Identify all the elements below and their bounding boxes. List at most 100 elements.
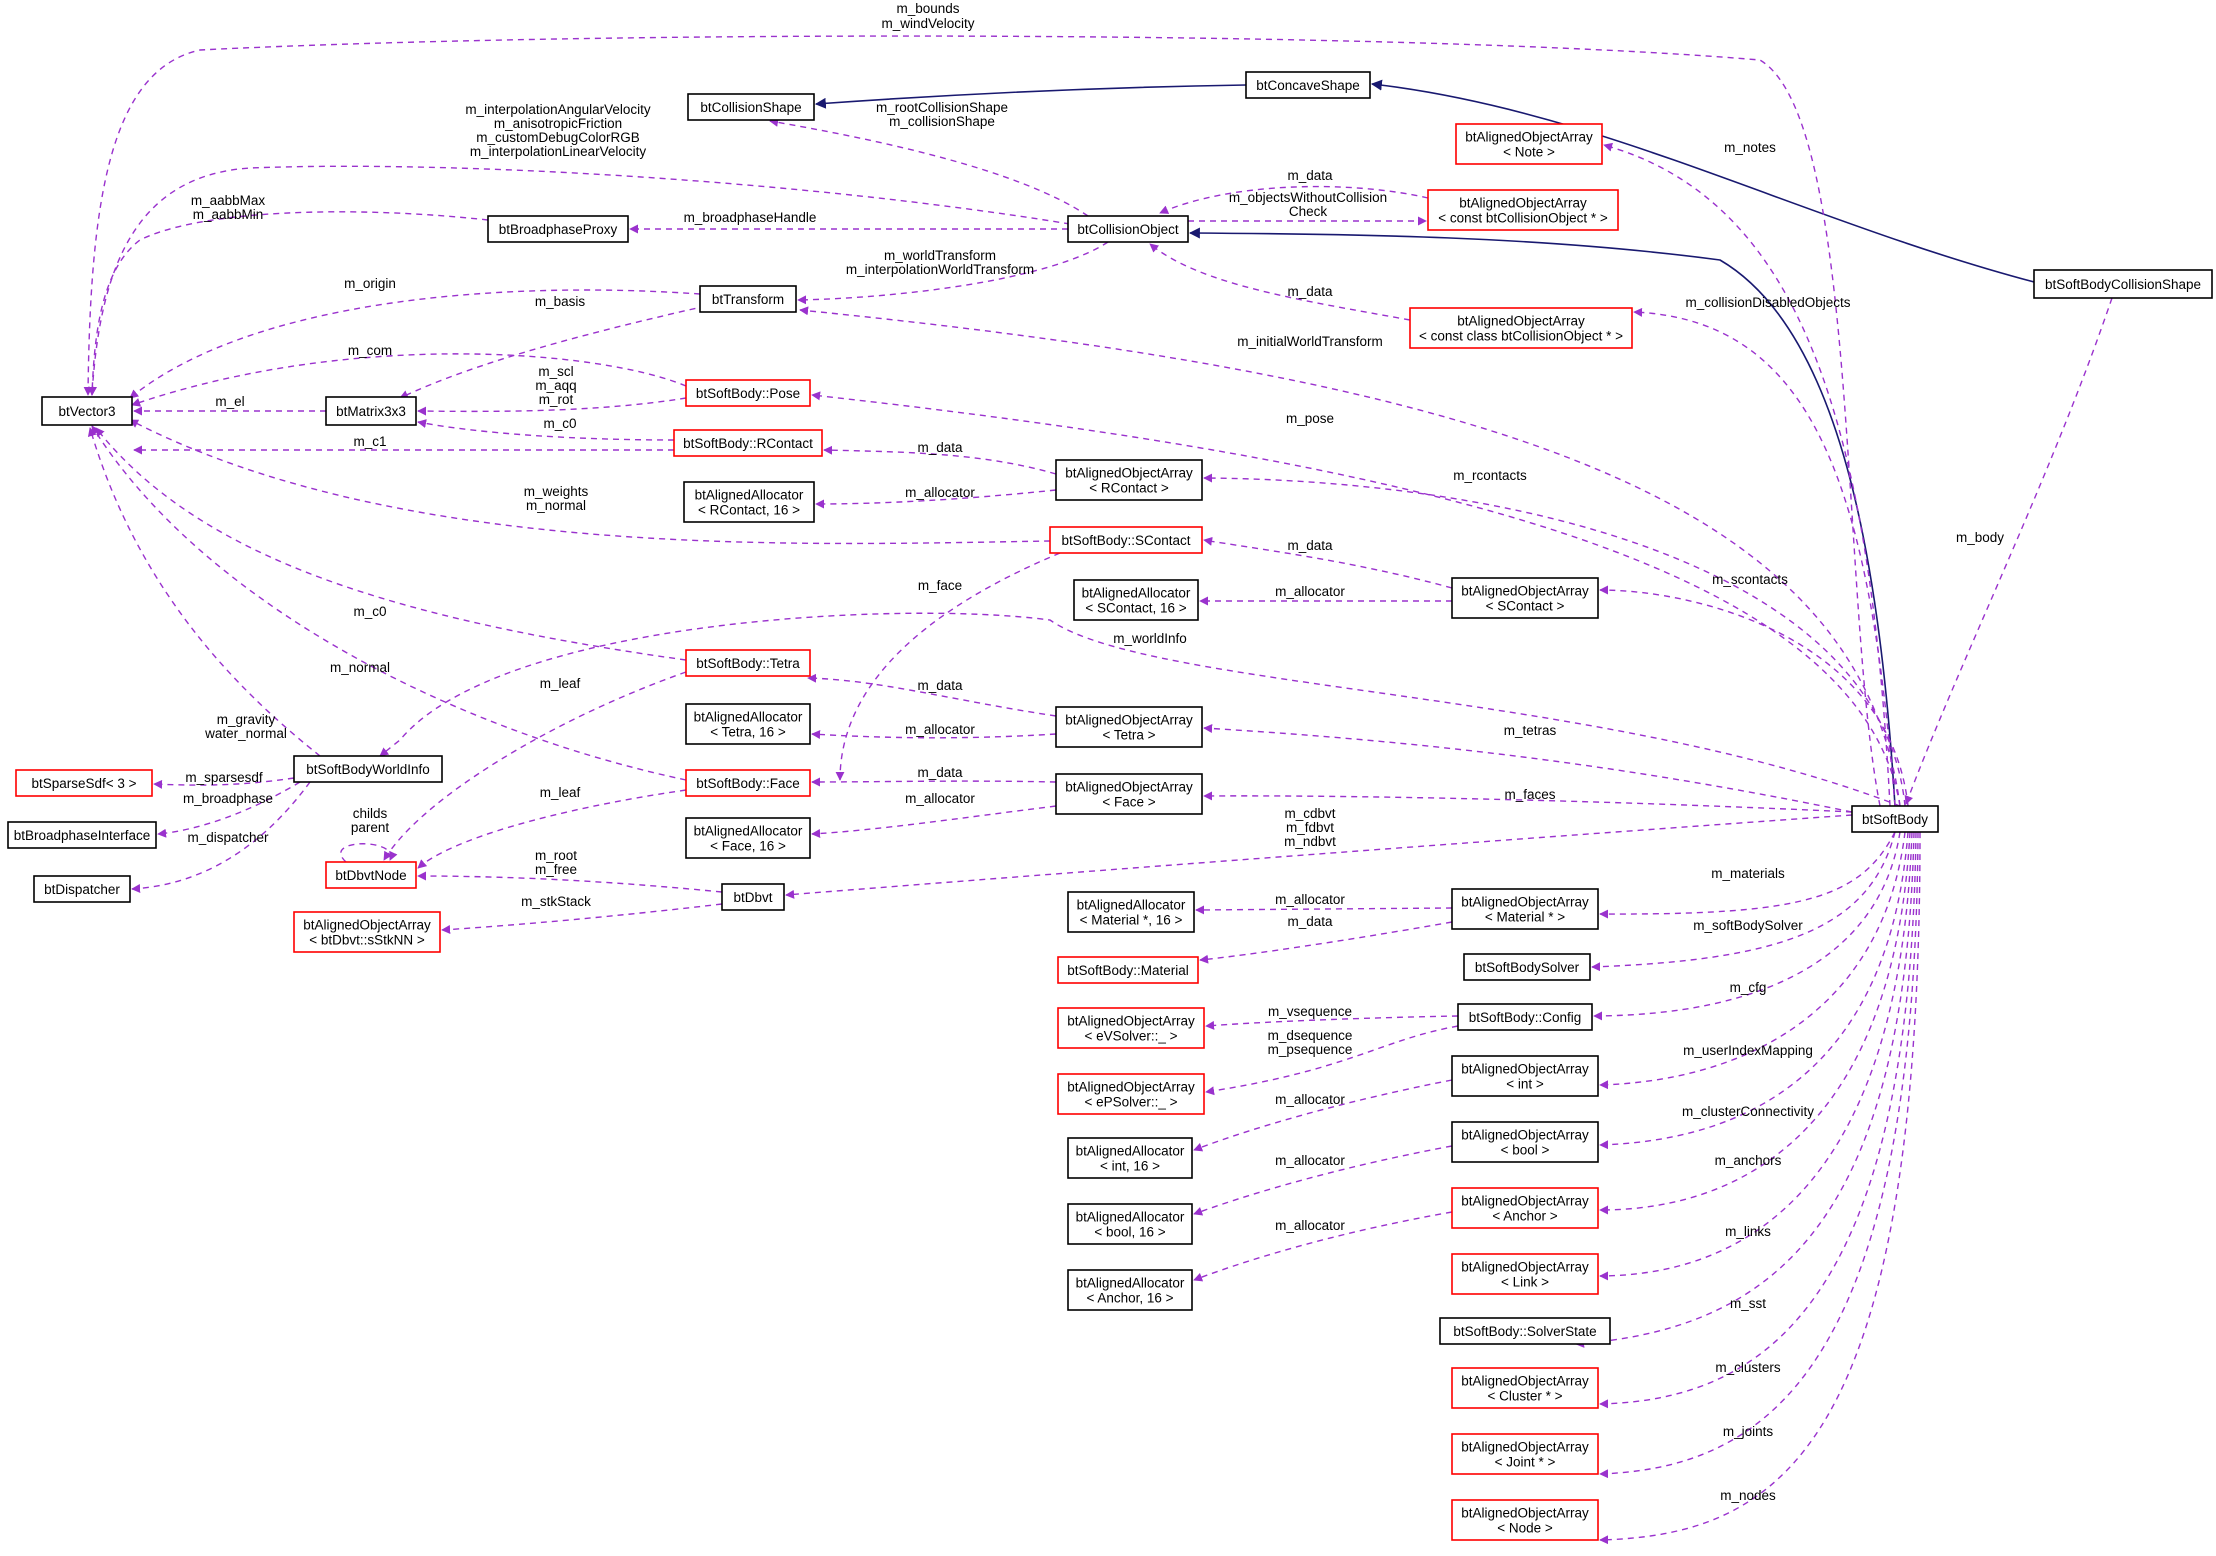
node-label: < Anchor, 16 > bbox=[1086, 1291, 1173, 1306]
class-node-aarcontact[interactable]: btAlignedAllocator< RContact, 16 > bbox=[683, 481, 815, 523]
node-label: btAlignedAllocator bbox=[1077, 898, 1186, 913]
edge-line bbox=[1904, 297, 2113, 805]
edge-line bbox=[1203, 791, 1853, 813]
class-node-aascontact[interactable]: btAlignedAllocator< SContact, 16 > bbox=[1073, 579, 1199, 621]
edge-label: m_anisotropicFriction bbox=[494, 116, 622, 131]
class-node-btcollisionobject[interactable]: btCollisionObject bbox=[1067, 215, 1189, 243]
edge-weights bbox=[129, 419, 1051, 545]
edge-line bbox=[1599, 831, 1917, 1409]
node-box bbox=[1055, 773, 1203, 815]
class-node-sbconfig[interactable]: btSoftBody::Config bbox=[1457, 1003, 1593, 1031]
class-node-aoaanchor[interactable]: btAlignedObjectArray< Anchor > bbox=[1451, 1187, 1599, 1229]
class-node-btdbvt[interactable]: btDbvt bbox=[721, 883, 785, 911]
class-node-aoarcontact[interactable]: btAlignedObjectArray< RContact > bbox=[1055, 459, 1203, 501]
class-node-btbroadphaseinterface[interactable]: btBroadphaseInterface bbox=[7, 821, 157, 849]
edge-line bbox=[87, 211, 489, 396]
edge-line bbox=[1599, 831, 1913, 1281]
edge-rootshape bbox=[769, 117, 1089, 217]
class-node-btsoftbody[interactable]: btSoftBody bbox=[1851, 805, 1939, 833]
class-node-btbroadphaseproxy[interactable]: btBroadphaseProxy bbox=[487, 215, 629, 243]
class-node-btconcaveshape[interactable]: btConcaveShape bbox=[1245, 71, 1371, 99]
edge-label: m_allocator bbox=[905, 485, 975, 500]
class-node-aoaconstclassco[interactable]: btAlignedObjectArray< const class btColl… bbox=[1409, 307, 1633, 349]
edge-line bbox=[83, 35, 1881, 807]
node-label: < Tetra, 16 > bbox=[710, 725, 786, 740]
edge-line bbox=[131, 781, 311, 894]
edge-line bbox=[157, 781, 301, 838]
class-node-aaint[interactable]: btAlignedAllocator< int, 16 > bbox=[1067, 1137, 1193, 1179]
edge-label: m_clusters bbox=[1715, 1360, 1781, 1375]
edge-label: m_basis bbox=[535, 294, 586, 309]
edge-line bbox=[815, 489, 1057, 509]
node-label: btAlignedObjectArray bbox=[1457, 314, 1585, 329]
edge-vseq bbox=[1205, 1015, 1459, 1030]
class-node-sbsolverstate[interactable]: btSoftBody::SolverState bbox=[1439, 1317, 1611, 1345]
class-node-aoamaterial[interactable]: btAlignedObjectArray< Material * > bbox=[1451, 888, 1599, 930]
edge-line bbox=[1203, 536, 1453, 589]
class-node-aaanchor[interactable]: btAlignedAllocator< Anchor, 16 > bbox=[1067, 1269, 1193, 1311]
edge-label: m_face bbox=[918, 578, 962, 593]
edge-basis bbox=[399, 305, 707, 399]
edge-label: m_interpolationWorldTransform bbox=[846, 262, 1034, 277]
class-node-sbtetra[interactable]: btSoftBody::Tetra bbox=[685, 649, 811, 677]
class-node-btvector3[interactable]: btVector3 bbox=[41, 396, 133, 426]
class-node-aoaface[interactable]: btAlignedObjectArray< Face > bbox=[1055, 773, 1203, 815]
class-node-aoabool[interactable]: btAlignedObjectArray< bool > bbox=[1451, 1121, 1599, 1163]
node-label: < ePSolver::_ > bbox=[1084, 1095, 1177, 1110]
class-node-aoasstknn[interactable]: btAlignedObjectArray< btDbvt::sStkNN > bbox=[293, 911, 441, 953]
edge-label: m_leaf bbox=[540, 676, 581, 691]
class-node-aoaconstco[interactable]: btAlignedObjectArray< const btCollisionO… bbox=[1427, 189, 1619, 231]
class-node-btdispatcher[interactable]: btDispatcher bbox=[33, 875, 131, 903]
node-label: btAlignedObjectArray bbox=[1065, 780, 1193, 795]
edge-sbsolver bbox=[1591, 831, 1896, 972]
node-box bbox=[1451, 1499, 1599, 1541]
class-node-sbrcontact[interactable]: btSoftBody::RContact bbox=[673, 429, 823, 457]
class-node-aaface[interactable]: btAlignedAllocator< Face, 16 > bbox=[685, 817, 811, 859]
node-label: btSoftBodySolver bbox=[1475, 960, 1580, 975]
edge-label: m_notes bbox=[1724, 140, 1776, 155]
node-label: btAlignedObjectArray bbox=[1461, 1374, 1589, 1389]
class-node-btsoftbodyworldinfo[interactable]: btSoftBodyWorldInfo bbox=[293, 755, 443, 783]
class-node-aoascontact[interactable]: btAlignedObjectArray< SContact > bbox=[1451, 577, 1599, 619]
node-label: btAlignedObjectArray bbox=[1461, 584, 1589, 599]
node-box bbox=[1067, 1137, 1193, 1179]
class-node-aoanote[interactable]: btAlignedObjectArray< Note > bbox=[1455, 123, 1603, 165]
class-node-sbface[interactable]: btSoftBody::Face bbox=[685, 769, 811, 797]
class-node-btcollisionshape[interactable]: btCollisionShape bbox=[687, 93, 815, 121]
node-box bbox=[673, 429, 823, 457]
edge-line bbox=[131, 353, 687, 407]
class-node-aoacluster[interactable]: btAlignedObjectArray< Cluster * > bbox=[1451, 1367, 1599, 1409]
node-label: < btDbvt::sStkNN > bbox=[309, 933, 425, 948]
class-node-sbscontact[interactable]: btSoftBody::SContact bbox=[1049, 526, 1203, 554]
edge-line bbox=[417, 419, 675, 441]
class-node-btsoftbodycollisionshape[interactable]: btSoftBodyCollisionShape bbox=[2033, 269, 2213, 299]
class-node-aatetra[interactable]: btAlignedAllocator< Tetra, 16 > bbox=[685, 703, 811, 745]
edge-label: m_cfg bbox=[1730, 980, 1767, 995]
node-label: < Anchor > bbox=[1492, 1209, 1557, 1224]
class-node-aoaint[interactable]: btAlignedObjectArray< int > bbox=[1451, 1055, 1599, 1097]
node-label: btBroadphaseInterface bbox=[14, 828, 151, 843]
class-node-bttransform[interactable]: btTransform bbox=[699, 285, 797, 313]
edge-aabb bbox=[87, 211, 489, 396]
class-node-aoaevsolver[interactable]: btAlignedObjectArray< eVSolver::_ > bbox=[1057, 1007, 1205, 1049]
class-node-sbmaterial[interactable]: btSoftBody::Material bbox=[1057, 956, 1199, 984]
edge-label: m_normal bbox=[330, 660, 390, 675]
node-label: btDbvt bbox=[733, 890, 772, 905]
edge-line bbox=[1193, 1211, 1453, 1282]
class-node-btmatrix3x3[interactable]: btMatrix3x3 bbox=[325, 396, 417, 426]
class-node-btsparsesdf[interactable]: btSparseSdf< 3 > bbox=[15, 769, 153, 797]
class-node-aoatetra[interactable]: btAlignedObjectArray< Tetra > bbox=[1055, 706, 1203, 748]
class-node-aabool[interactable]: btAlignedAllocator< bool, 16 > bbox=[1067, 1203, 1193, 1245]
class-node-aamaterial[interactable]: btAlignedAllocator< Material *, 16 > bbox=[1067, 891, 1195, 933]
node-label: btAlignedObjectArray bbox=[1065, 713, 1193, 728]
class-node-aoaepsolver[interactable]: btAlignedObjectArray< ePSolver::_ > bbox=[1057, 1073, 1205, 1115]
edge-colldisabled bbox=[1633, 307, 1896, 807]
class-node-aoalink[interactable]: btAlignedObjectArray< Link > bbox=[1451, 1253, 1599, 1295]
class-node-aoanode[interactable]: btAlignedObjectArray< Node > bbox=[1451, 1499, 1599, 1541]
class-node-btsoftbodysolver[interactable]: btSoftBodySolver bbox=[1463, 953, 1591, 981]
edge-label: m_c1 bbox=[353, 434, 386, 449]
class-node-btdbvtnode[interactable]: btDbvtNode bbox=[325, 861, 417, 889]
class-node-aoajoint[interactable]: btAlignedObjectArray< Joint * > bbox=[1451, 1433, 1599, 1475]
edge-label: m_data bbox=[1287, 168, 1333, 183]
class-node-sbpose[interactable]: btSoftBody::Pose bbox=[685, 379, 811, 407]
